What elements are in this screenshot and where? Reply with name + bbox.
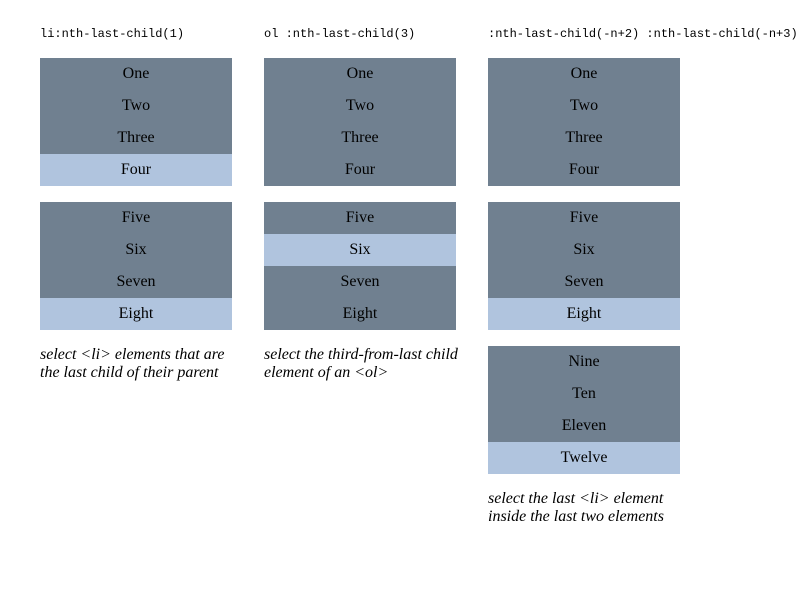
list-item: Four — [264, 154, 456, 186]
list-item: Six — [40, 234, 232, 266]
list-item-highlighted: Twelve — [488, 442, 680, 474]
list-item: Nine — [488, 346, 680, 378]
example-description: select the third-from-last child element… — [264, 346, 458, 381]
list-item: Seven — [264, 266, 456, 298]
list-item: One — [264, 58, 456, 90]
list-item: Five — [40, 202, 232, 234]
example-list: Five Six Seven Eight — [264, 202, 456, 330]
list-item: Three — [488, 122, 680, 154]
list-item: Three — [264, 122, 456, 154]
example-list: Five Six Seven Eight — [488, 202, 680, 330]
list-item: Eleven — [488, 410, 680, 442]
example-list: Five Six Seven Eight — [40, 202, 232, 330]
example-list: Nine Ten Eleven Twelve — [488, 346, 680, 474]
list-item: Two — [488, 90, 680, 122]
example-list: One Two Three Four — [264, 58, 456, 186]
selector-code: li:nth-last-child(1) — [40, 27, 185, 41]
list-item: One — [488, 58, 680, 90]
list-item-highlighted: Eight — [488, 298, 680, 330]
list-item: Two — [40, 90, 232, 122]
list-item: Five — [264, 202, 456, 234]
list-item: Four — [488, 154, 680, 186]
list-item: Two — [264, 90, 456, 122]
list-item: One — [40, 58, 232, 90]
example-description: select the last <li> element inside the … — [488, 490, 664, 525]
list-item-highlighted: Four — [40, 154, 232, 186]
example-list: One Two Three Four — [40, 58, 232, 186]
list-item-highlighted: Eight — [40, 298, 232, 330]
example-list: One Two Three Four — [488, 58, 680, 186]
selector-code: :nth-last-child(-n+2) :nth-last-child(-n… — [488, 27, 798, 41]
list-item: Five — [488, 202, 680, 234]
list-item: Seven — [40, 266, 232, 298]
list-item: Eight — [264, 298, 456, 330]
list-item: Three — [40, 122, 232, 154]
list-item: Six — [488, 234, 680, 266]
list-item: Ten — [488, 378, 680, 410]
list-item-highlighted: Six — [264, 234, 456, 266]
selector-code: ol :nth-last-child(3) — [264, 27, 416, 41]
list-item: Seven — [488, 266, 680, 298]
example-description: select <li> elements that are the last c… — [40, 346, 225, 381]
